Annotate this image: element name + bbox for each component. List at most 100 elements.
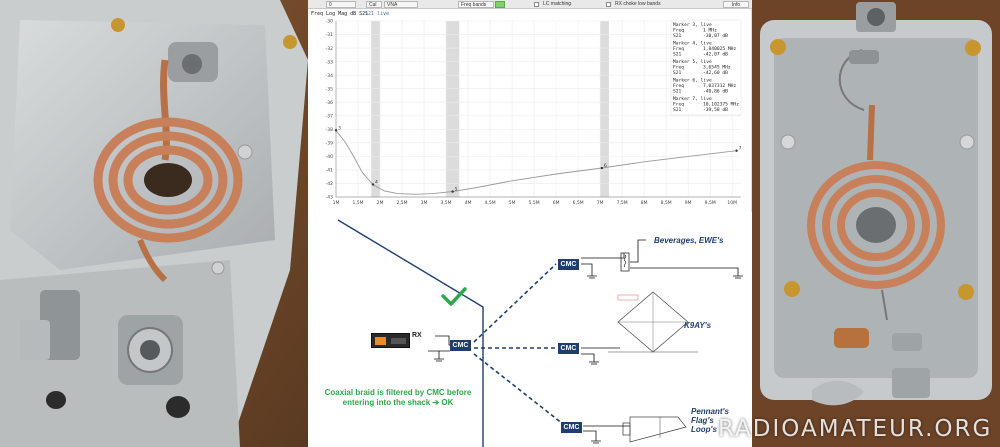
loop-label-line: Loop's xyxy=(691,425,717,434)
band-highlight-1 xyxy=(446,21,460,197)
flag-label-line: Flag's xyxy=(691,416,714,425)
marker-freq-value: 1 MHz xyxy=(703,28,717,34)
x-tick-label: 4M xyxy=(465,200,472,206)
info-button[interactable]: Info xyxy=(723,1,749,8)
marker-freq-value: 10,102375 MHz xyxy=(703,102,739,108)
marker-s21-label: S21 xyxy=(673,52,682,58)
band-highlight-0 xyxy=(371,21,381,197)
marker-s21-label: S21 xyxy=(673,107,682,113)
band-highlight-2 xyxy=(600,21,609,197)
marker-freq-value: 7,037312 MHz xyxy=(703,83,736,89)
pennant-label: Pennant's Flag's Loop's xyxy=(691,407,729,434)
caption-text: Coaxial braid is filtered by CMC before … xyxy=(313,388,483,408)
y-tick-label: -37 xyxy=(326,113,333,119)
left-photo-drawing xyxy=(0,0,308,447)
marker-freq-label: Freq xyxy=(673,28,684,34)
x-tick-label: 3M xyxy=(421,200,428,206)
diagram-lines xyxy=(337,219,743,447)
watermark: RADIOAMATEUR.ORG xyxy=(718,416,993,442)
cmc-box-k9ay: CMC xyxy=(558,343,579,354)
trace-label: Freq Log Mag dB S21 xyxy=(311,11,368,17)
chart-grid xyxy=(335,20,741,198)
pennant-label-line: Pennant's xyxy=(691,407,729,416)
marker-id-label-5: 5 xyxy=(455,187,458,193)
marker-point-6 xyxy=(600,166,604,170)
y-tick-label: -42 xyxy=(326,181,333,187)
freq-bands-button[interactable]: Freq bands xyxy=(458,1,494,8)
marker-freq-label: Freq xyxy=(673,46,684,52)
x-tick-label: 5,5M xyxy=(529,200,540,206)
toolbar-field-zero[interactable]: 0 xyxy=(326,1,356,8)
marker-s21-label: S21 xyxy=(673,89,682,95)
x-tick-label: 8,5M xyxy=(661,200,672,206)
beverages-label: Beverages, EWE's xyxy=(654,236,724,245)
x-tick-label: 8M xyxy=(641,200,648,206)
y-tick-label: -31 xyxy=(326,32,333,38)
y-tick-label: -41 xyxy=(326,168,333,174)
shack-wall xyxy=(337,219,484,447)
x-tick-label: 1,5M xyxy=(352,200,363,206)
s21-trace-line xyxy=(335,130,737,195)
left-photo-choke-enclosure xyxy=(0,0,308,447)
marker-freq-label: Freq xyxy=(673,65,684,71)
marker-id-label-6: 6 xyxy=(604,163,607,169)
x-tick-label: 9,5M xyxy=(705,200,716,206)
marker-s21-value: -38,07 dB xyxy=(703,33,728,39)
check-mark-icon xyxy=(441,287,467,306)
y-tick-label: -43 xyxy=(326,195,333,201)
y-tick-label: -40 xyxy=(326,154,333,160)
right-photo-choke-enclosure xyxy=(752,0,1000,447)
marker-freq-value: 3,6545 MHz xyxy=(703,65,731,71)
rx-choke-label: RX choke low bands xyxy=(615,1,661,7)
cmc-box-main: CMC xyxy=(450,340,471,351)
x-tick-label: 7M xyxy=(597,200,604,206)
y-tick-label: -35 xyxy=(326,86,333,92)
rx-choke-checkbox[interactable] xyxy=(606,2,611,7)
x-tick-label: 2,5M xyxy=(397,200,408,206)
y-tick-label: -30 xyxy=(326,19,333,25)
lc-matching-label: LC matching xyxy=(543,1,572,7)
s21-chart: Freq Log Mag dB S21 S21 live -30-31-32-3… xyxy=(311,11,742,206)
rx-receiver-icon xyxy=(371,333,410,348)
x-tick-label: 1M xyxy=(333,200,340,206)
marker-s21-value: -42,07 dB xyxy=(703,52,728,58)
cal-button[interactable]: Cal xyxy=(366,1,382,8)
y-tick-label: -36 xyxy=(326,100,333,106)
marker-id-label-4: 4 xyxy=(375,179,378,185)
x-tick-label: 6,5M xyxy=(573,200,584,206)
cmc-diagram: RX CMC CMC CMC CMC Beverages, EWE's K9AY… xyxy=(308,212,752,447)
x-tick-label: 3,5M xyxy=(441,200,452,206)
y-tick-label: -39 xyxy=(326,141,333,147)
marker-s21-label: S21 xyxy=(673,33,682,39)
y-tick-label: -32 xyxy=(326,46,333,52)
marker-title: Marker 6, live xyxy=(673,78,712,84)
marker-box-background xyxy=(670,19,742,116)
x-tick-label: 7,5M xyxy=(617,200,628,206)
right-photo-drawing xyxy=(752,0,1000,447)
x-tick-label: 4,5M xyxy=(485,200,496,206)
marker-freq-label: Freq xyxy=(673,83,684,89)
marker-title: Marker 4, live xyxy=(673,41,712,47)
marker-title: Marker 3, live xyxy=(673,22,712,28)
marker-s21-label: S21 xyxy=(673,70,682,76)
freq-bands-indicator xyxy=(495,1,505,8)
marker-title: Marker 7, live xyxy=(673,96,712,102)
band-highlights xyxy=(371,21,609,197)
x-tick-label: 5M xyxy=(509,200,516,206)
marker-s21-value: -40,86 dB xyxy=(703,89,728,95)
x-tick-label: 6M xyxy=(553,200,560,206)
k9ay-label: K9AY's xyxy=(684,321,712,330)
x-tick-label: 2M xyxy=(377,200,384,206)
marker-point-3 xyxy=(334,129,338,132)
vna-toolbar: 0 Cal VNA Freq bands LC matching RX chok… xyxy=(308,0,752,9)
cal-select[interactable]: VNA xyxy=(384,1,418,8)
y-tick-labels: -30-31-32-33-34-35-36-37-38-39-40-41-42-… xyxy=(326,19,333,201)
marker-point-7 xyxy=(735,149,738,152)
vna-panel: 0 Cal VNA Freq bands LC matching RX chok… xyxy=(308,0,752,212)
x-tick-label: 10M xyxy=(727,200,737,206)
marker-freq-label: Freq xyxy=(673,102,684,108)
x-tick-labels: 1M 1,5M 2M 2,5M 3M 3,5M 4M 4,5M 5M 5,5M 6M 6,5M 7M 7,… xyxy=(333,200,737,206)
lc-matching-checkbox[interactable] xyxy=(534,2,539,7)
